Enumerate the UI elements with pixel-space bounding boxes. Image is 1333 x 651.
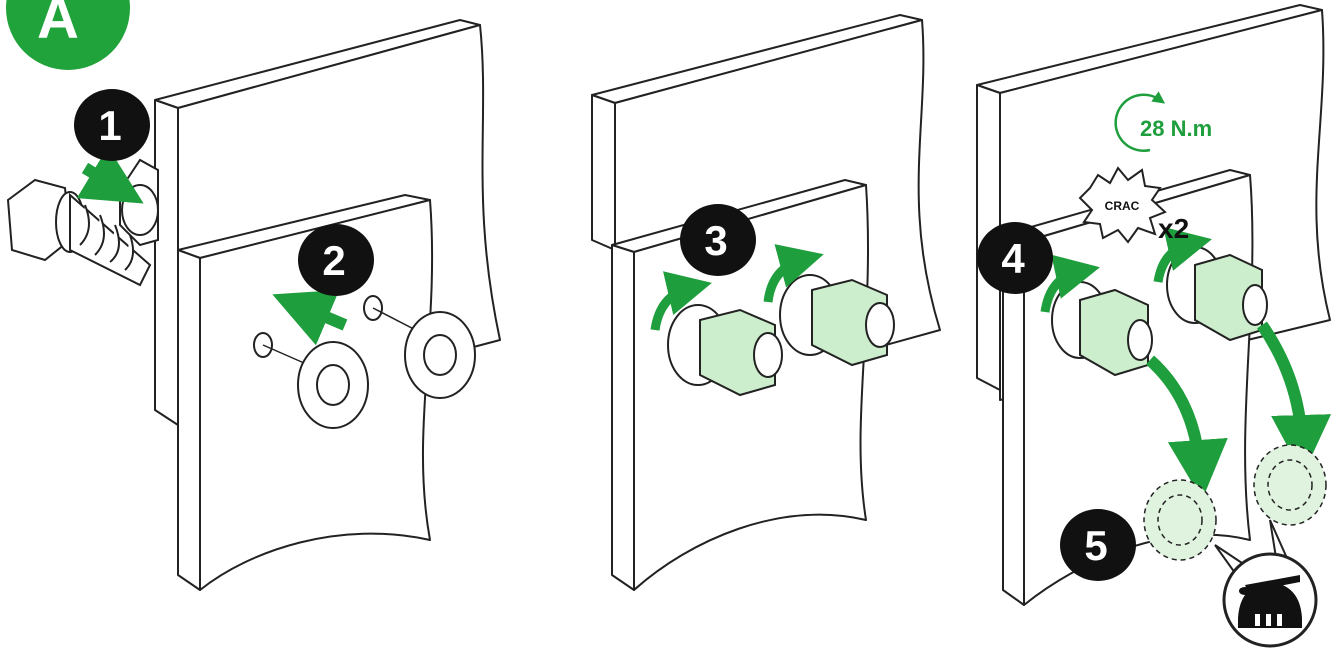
bolt-head-rear <box>120 160 158 245</box>
step-marker-1: 1 <box>74 89 150 161</box>
breakaway-arrow-icon <box>1262 325 1302 445</box>
section-badge-label: A <box>37 0 79 51</box>
step-number: 5 <box>1084 522 1107 569</box>
torque-label: 28 N.m <box>1140 116 1212 141</box>
broken-nut-icon <box>1144 480 1216 560</box>
multiplier-label: x2 <box>1158 213 1189 244</box>
step-number: 3 <box>704 217 727 264</box>
washer-icon <box>405 312 475 398</box>
broken-nut-icon <box>1254 445 1326 525</box>
step-marker-4: 4 <box>977 222 1053 294</box>
step-number: 4 <box>1001 235 1025 282</box>
step-marker-3: 3 <box>680 204 756 276</box>
step-marker-5: 5 <box>1060 509 1136 581</box>
panel-3 <box>977 5 1330 646</box>
washer-icon <box>298 342 368 428</box>
push-arrow-icon <box>85 168 118 188</box>
section-badge: A <box>6 0 130 70</box>
brush-cleaning-icon <box>1215 520 1316 646</box>
step-number: 1 <box>98 102 121 149</box>
step-marker-2: 2 <box>298 224 374 296</box>
sound-label: CRAC <box>1105 199 1140 213</box>
step-number: 2 <box>322 237 345 284</box>
panel-2 <box>592 15 940 590</box>
